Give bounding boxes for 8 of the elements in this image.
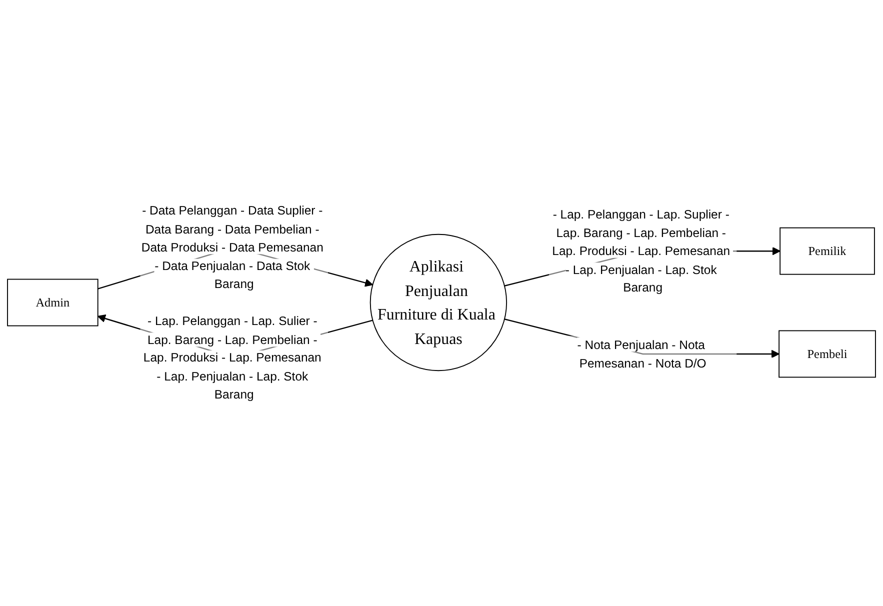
node-box: Pemilik bbox=[780, 228, 875, 276]
edge-label: - Lap. Pelanggan - Lap. Suplier - Lap. Barang - Lap. Pembelian - Lap. Produksi - Lap. Pemesanan - Lap. Penjualan - Lap. Stok Barang bbox=[552, 208, 730, 296]
edge-label: - Lap. Pelanggan - Lap. Sulier - Lap. Barang - Lap. Pembelian - Lap. Produksi - Lap. Pemesanan - Lap. Penjualan - Lap. Stok Barang bbox=[143, 314, 322, 402]
node-circle: Aplikasi Penjualan Furniture di Kuala Kapuas bbox=[370, 234, 508, 372]
node-box: Admin bbox=[7, 279, 98, 327]
node-box: Pembeli bbox=[778, 330, 876, 378]
edge-label: - Data Pelanggan - Data Suplier - Data Barang - Data Pembelian - Data Produksi - Data Pemesanan - Data Penjualan - Data Stok Barang bbox=[141, 204, 324, 292]
edge-label: - Nota Penjualan - Nota Pemesanan - Nota D/O bbox=[577, 338, 706, 370]
